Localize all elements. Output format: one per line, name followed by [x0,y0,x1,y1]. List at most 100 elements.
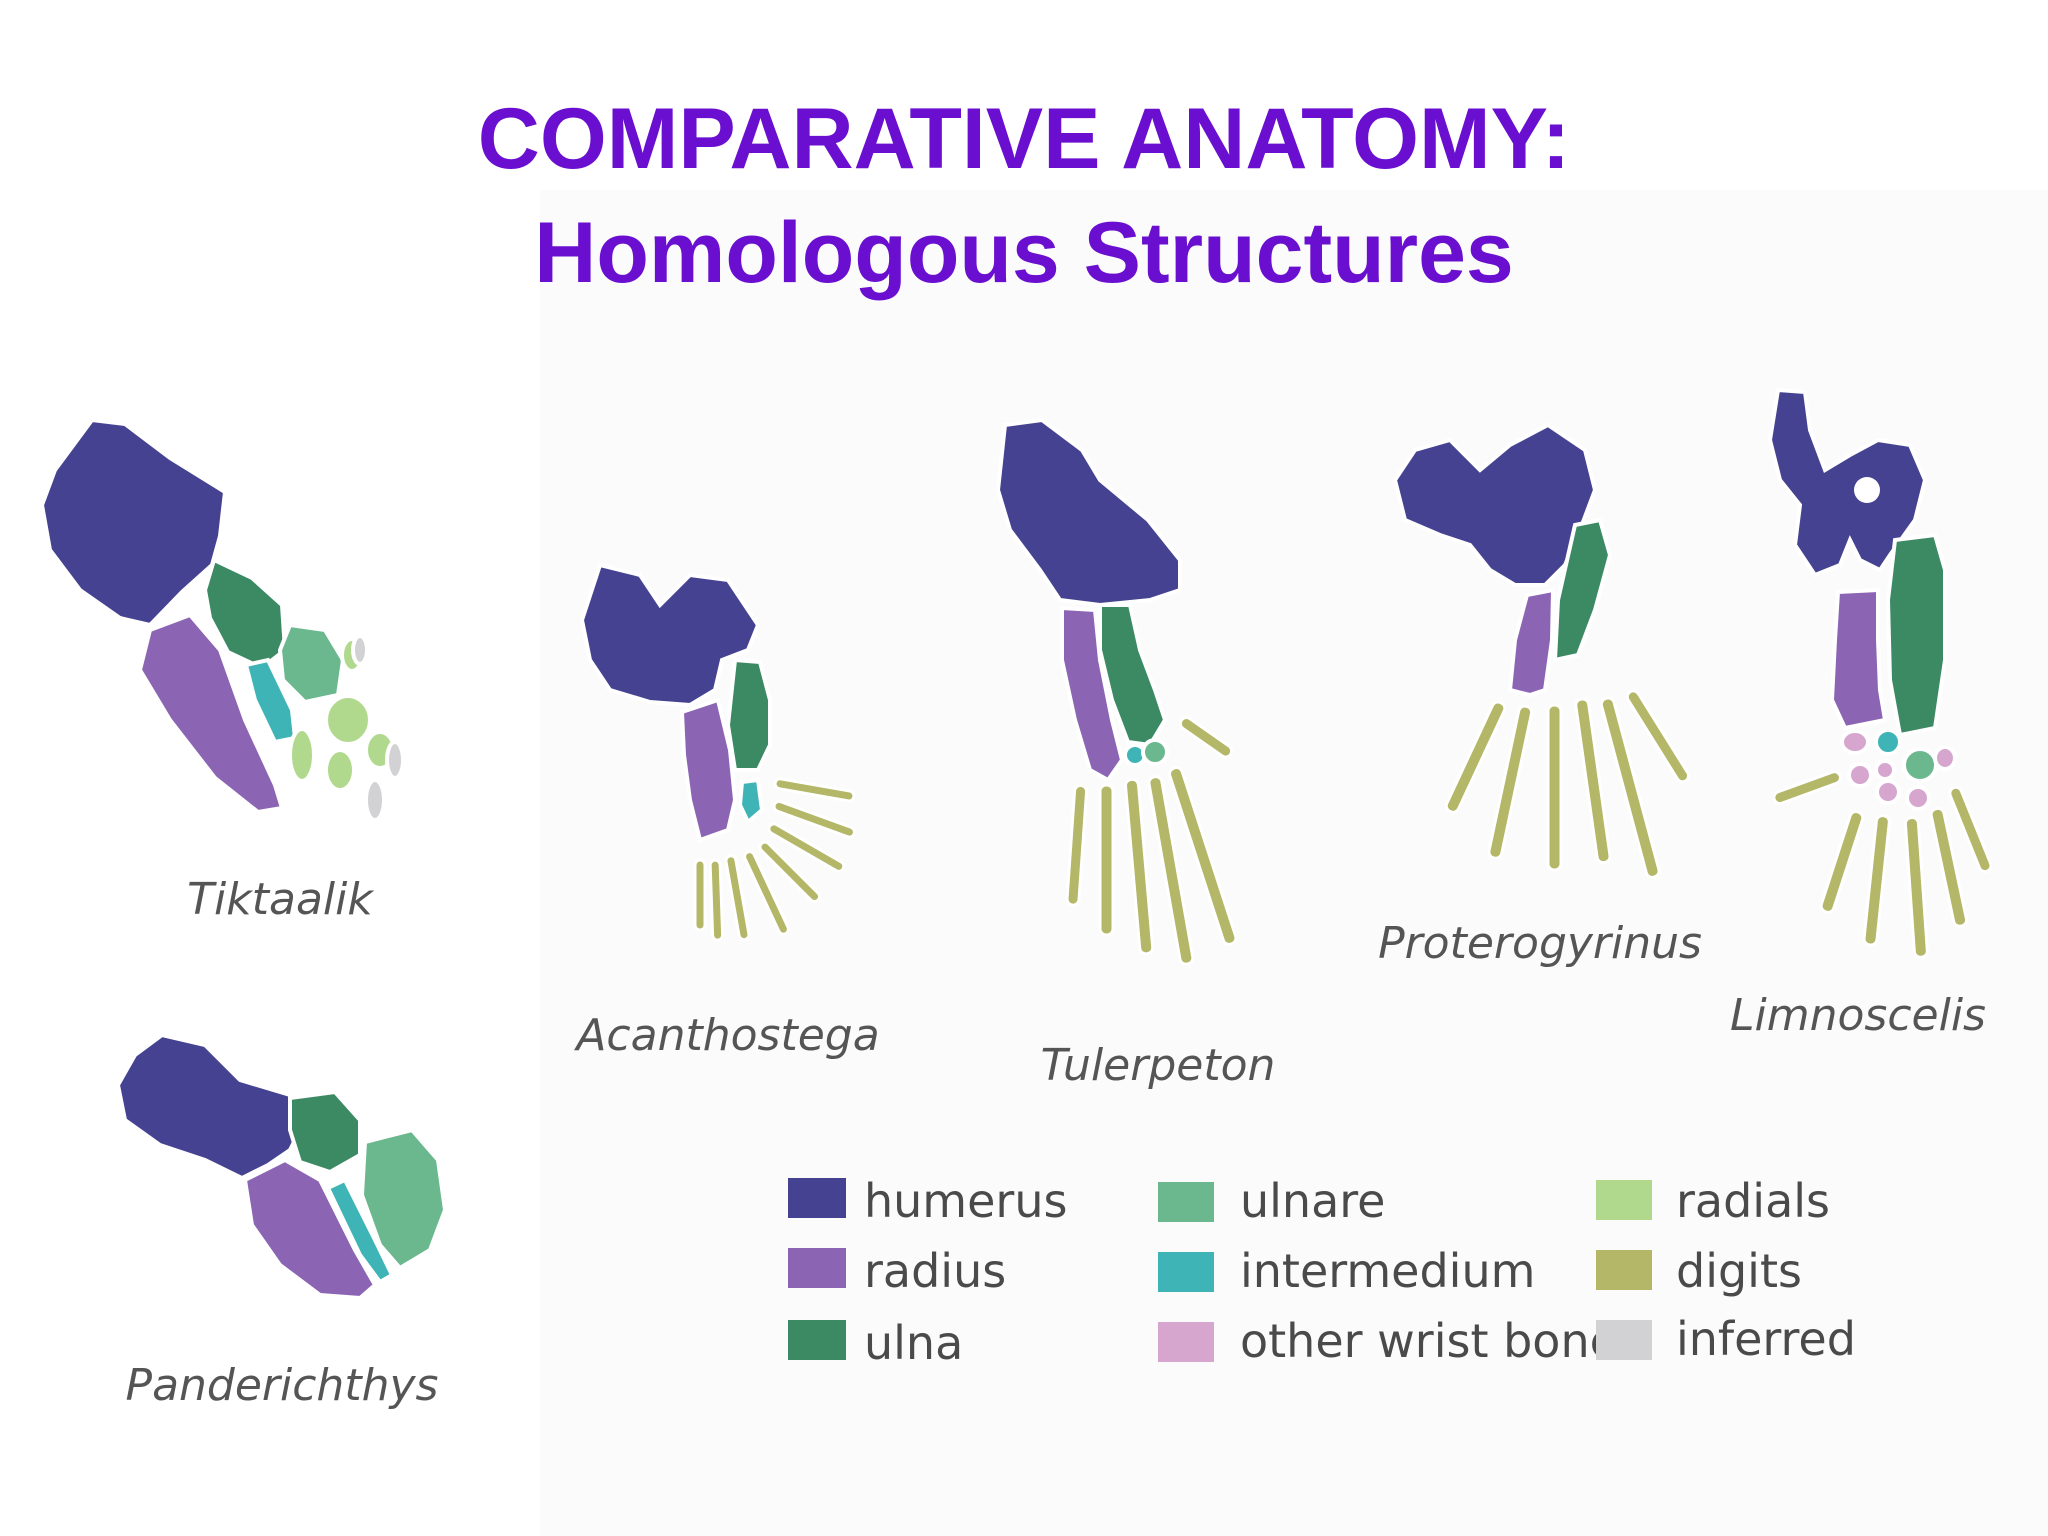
acanthostega-digits [693,777,856,942]
title-line-2: Homologous Structures [534,205,1514,301]
legend-swatch-humerus [788,1178,846,1218]
legend-label-intermedium: intermedium [1240,1244,1535,1298]
tiktaalik-radial-3 [324,748,356,792]
tulerpeton-limb [995,417,1238,966]
legend-label-inferred: inferred [1676,1312,1856,1366]
species-label-limnoscelis: Limnoscelis [1730,990,1986,1041]
limnoscelis-wrist-bone [1874,759,1896,781]
tulerpeton-radius [1060,605,1125,783]
legend-label-digits: digits [1676,1244,1802,1298]
legend-label-humerus: humerus [864,1174,1067,1228]
tulerpeton-digits [1065,716,1238,966]
tiktaalik-radial-1 [324,694,372,746]
proterogyrinus-digit [1487,704,1534,860]
tulerpeton-digit [1147,775,1195,966]
proterogyrinus-digit [1625,689,1691,784]
species-label-tulerpeton: Tulerpeton [1041,1040,1276,1091]
acanthostega-radius [679,697,738,843]
proterogyrinus-digit [1546,703,1563,872]
acanthostega-digit [767,822,846,873]
tiktaalik-inferred-1 [364,778,386,822]
acanthostega-digit [773,777,856,803]
limnoscelis-wrist-bone [1933,745,1957,771]
limnoscelis-radius [1829,587,1888,731]
acanthostega-digit [772,799,856,839]
legend-label-ulnare: ulnare [1240,1174,1385,1228]
tiktaalik-radius [137,612,285,815]
acanthostega-digit [743,850,790,936]
species-label-panderichthys: Panderichthys [126,1360,439,1411]
title-line-1: COMPARATIVE ANATOMY: [477,91,1571,187]
limnoscelis-humerus [1767,387,1928,578]
tiktaalik-radial-2 [288,727,316,783]
tulerpeton-digit [1124,777,1155,956]
proterogyrinus-digits [1444,689,1691,879]
panderichthys-intermedium [325,1177,395,1285]
species-label-proterogyrinus: Proterogyrinus [1378,918,1702,969]
panderichthys-humerus [115,1032,303,1181]
limnoscelis-ulnare [1902,747,1938,783]
legend-swatch-other-wrist-bones [1158,1322,1214,1362]
panderichthys-ulna [288,1089,362,1175]
tiktaalik-ulnare [277,622,346,705]
acanthostega-limb [579,562,856,942]
legend-label-radials: radials [1676,1174,1830,1228]
tulerpeton-digit [1168,766,1238,946]
proterogyrinus-ulna [1552,517,1613,663]
limnoscelis-digit [1819,810,1865,914]
limnoscelis-wrist-bone [1847,762,1873,788]
proterogyrinus-digit [1574,697,1612,865]
limnoscelis-wrist-bone [1905,785,1931,811]
legend-label-radius: radius [864,1244,1006,1298]
tulerpeton-ulna [1098,603,1168,748]
panderichthys-radius [242,1157,378,1301]
tulerpeton-digit [1098,783,1115,937]
legend-swatch-ulnare [1158,1182,1214,1222]
legend-swatch-ulna [788,1320,846,1360]
tulerpeton-humerus [995,417,1182,608]
legend-swatch-radius [788,1248,846,1288]
limnoscelis-wrist-bone [1840,729,1870,755]
panderichthys-ulnare [359,1127,448,1271]
limnoscelis-humerus-foramen [1854,477,1880,503]
limnoscelis-ulna [1885,532,1947,738]
tiktaalik-humerus [39,417,228,628]
panderichthys-fin [115,1032,448,1301]
limnoscelis-digit [1929,806,1969,928]
species-label-tiktaalik: Tiktaalik [187,874,374,925]
acanthostega-intermedium [737,777,765,826]
legend-swatch-digits [1596,1250,1652,1290]
acanthostega-digit [693,858,707,932]
proterogyrinus-digit [1599,696,1661,879]
limnoscelis-digit [1903,815,1929,959]
proterogyrinus-digit [1444,700,1507,814]
acanthostega-digit [724,854,751,942]
limnoscelis-wrist-bone [1875,779,1901,805]
limnoscelis-digit [1862,814,1891,947]
legend: humerus radius ulna ulnare intermedium o… [788,1174,1856,1370]
species-label-acanthostega: Acanthostega [573,1010,879,1061]
limnoscelis-digits [1772,770,1993,959]
limnoscelis-limb [1767,387,1993,959]
tulerpeton-ulnare [1141,738,1169,766]
legend-label-other-wrist-bones: other wrist bones [1240,1314,1642,1368]
legend-swatch-radials [1596,1180,1652,1220]
legend-label-ulna: ulna [864,1316,963,1370]
proterogyrinus-limb [1392,422,1691,879]
limnoscelis-intermedium [1874,728,1902,756]
legend-swatch-inferred [1596,1320,1652,1360]
tiktaalik-inferred-2 [385,740,405,780]
tiktaalik-limb [39,417,405,822]
acanthostega-ulna [725,657,772,772]
legend-swatch-intermedium [1158,1252,1214,1292]
tiktaalik-inferred-3 [351,634,369,666]
proterogyrinus-radius [1507,587,1556,698]
acanthostega-digit [758,840,821,904]
limnoscelis-digit [1772,770,1842,806]
acanthostega-digit [708,858,725,942]
limnoscelis-digit [1948,785,1993,874]
acanthostega-humerus [579,562,761,708]
tulerpeton-digit [1178,716,1234,759]
tulerpeton-digit [1065,783,1089,907]
